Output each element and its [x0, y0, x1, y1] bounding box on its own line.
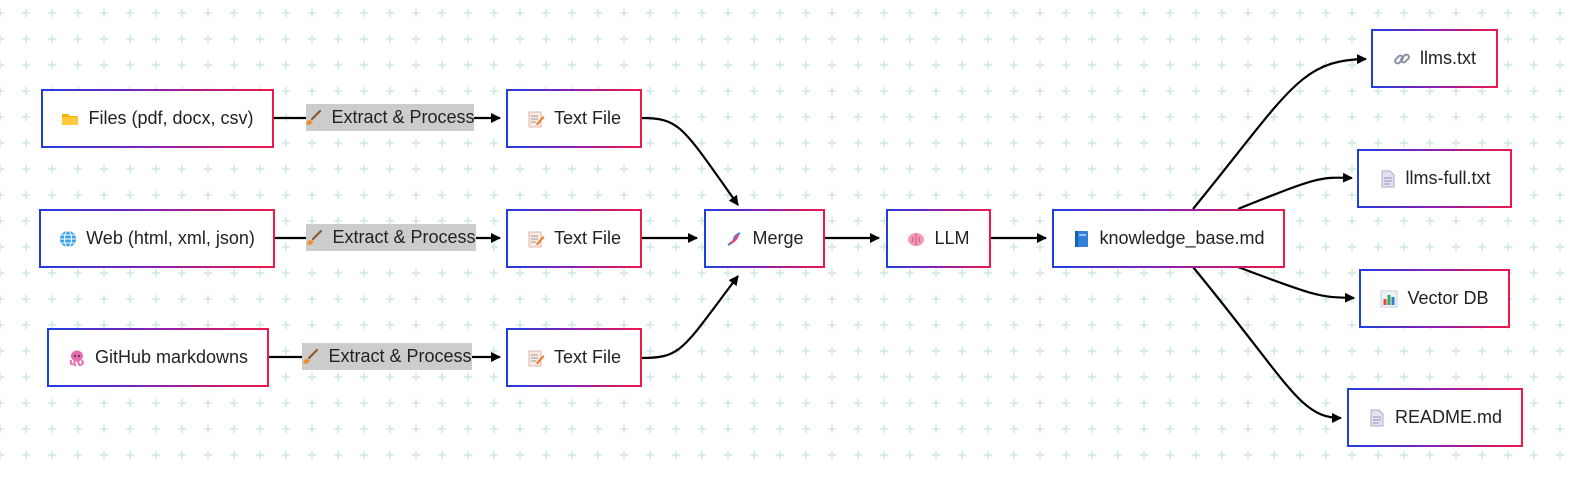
- edge-label-text: Extract & Process: [331, 107, 475, 127]
- broom-icon: [302, 348, 320, 366]
- edge-text1-merge: [640, 116, 739, 206]
- node-label: README.md: [1394, 407, 1502, 427]
- node-llms-txt[interactable]: llms.txt: [1371, 29, 1498, 88]
- memo-icon: [527, 349, 545, 367]
- edge-kb-llmsfull: [1237, 172, 1353, 211]
- edge-kb-readme: [1192, 266, 1342, 423]
- node-label: llms-full.txt: [1405, 168, 1491, 188]
- memo-icon: [527, 110, 545, 128]
- node-web[interactable]: Web (html, xml, json): [39, 209, 275, 268]
- node-readme[interactable]: README.md: [1347, 388, 1523, 447]
- page-icon: [1379, 170, 1397, 188]
- node-label: Files (pdf, docx, csv): [88, 108, 254, 128]
- node-vector-db[interactable]: Vector DB: [1359, 269, 1510, 328]
- edge-label-extract-process-2: Extract & Process: [306, 224, 476, 251]
- node-label: llms.txt: [1420, 48, 1476, 68]
- node-label: Merge: [752, 228, 804, 248]
- node-knowledge-base[interactable]: knowledge_base.md: [1052, 209, 1285, 268]
- node-files[interactable]: Files (pdf, docx, csv): [41, 89, 274, 148]
- edge-text3-merge: [640, 275, 739, 360]
- edge-label-extract-process-1: Extract & Process: [305, 104, 475, 131]
- octopus-icon: [68, 349, 86, 367]
- node-label: GitHub markdowns: [94, 347, 249, 367]
- blue-book-icon: [1072, 230, 1090, 248]
- globe-icon: [59, 230, 77, 248]
- edge-label-text: Extract & Process: [328, 346, 472, 366]
- node-text-file-1[interactable]: Text File: [506, 89, 642, 148]
- node-text-file-2[interactable]: Text File: [506, 209, 642, 268]
- node-text-file-3[interactable]: Text File: [506, 328, 642, 387]
- node-label: Text File: [553, 347, 622, 367]
- node-llm[interactable]: LLM: [886, 209, 991, 268]
- page-icon: [1368, 409, 1386, 427]
- folder-icon: [61, 110, 79, 128]
- memo-icon: [527, 230, 545, 248]
- edge-label-extract-process-3: Extract & Process: [302, 343, 472, 370]
- node-label: Web (html, xml, json): [86, 228, 255, 248]
- edge-kb-llms: [1192, 54, 1367, 210]
- broom-icon: [305, 109, 323, 127]
- node-label: Vector DB: [1407, 288, 1489, 308]
- node-label: Text File: [553, 228, 622, 248]
- node-label: Text File: [553, 108, 622, 128]
- edge-kb-vectordb: [1237, 265, 1355, 303]
- bar-chart-icon: [1380, 290, 1398, 308]
- node-merge[interactable]: Merge: [704, 209, 825, 268]
- dna-icon: [725, 230, 743, 248]
- broom-icon: [306, 229, 324, 247]
- link-icon: [1393, 50, 1411, 68]
- node-label: LLM: [934, 228, 970, 248]
- node-label: knowledge_base.md: [1099, 228, 1265, 248]
- brain-icon: [907, 230, 925, 248]
- node-llms-full-txt[interactable]: llms-full.txt: [1357, 149, 1512, 208]
- node-github[interactable]: GitHub markdowns: [47, 328, 269, 387]
- edge-label-text: Extract & Process: [332, 227, 476, 247]
